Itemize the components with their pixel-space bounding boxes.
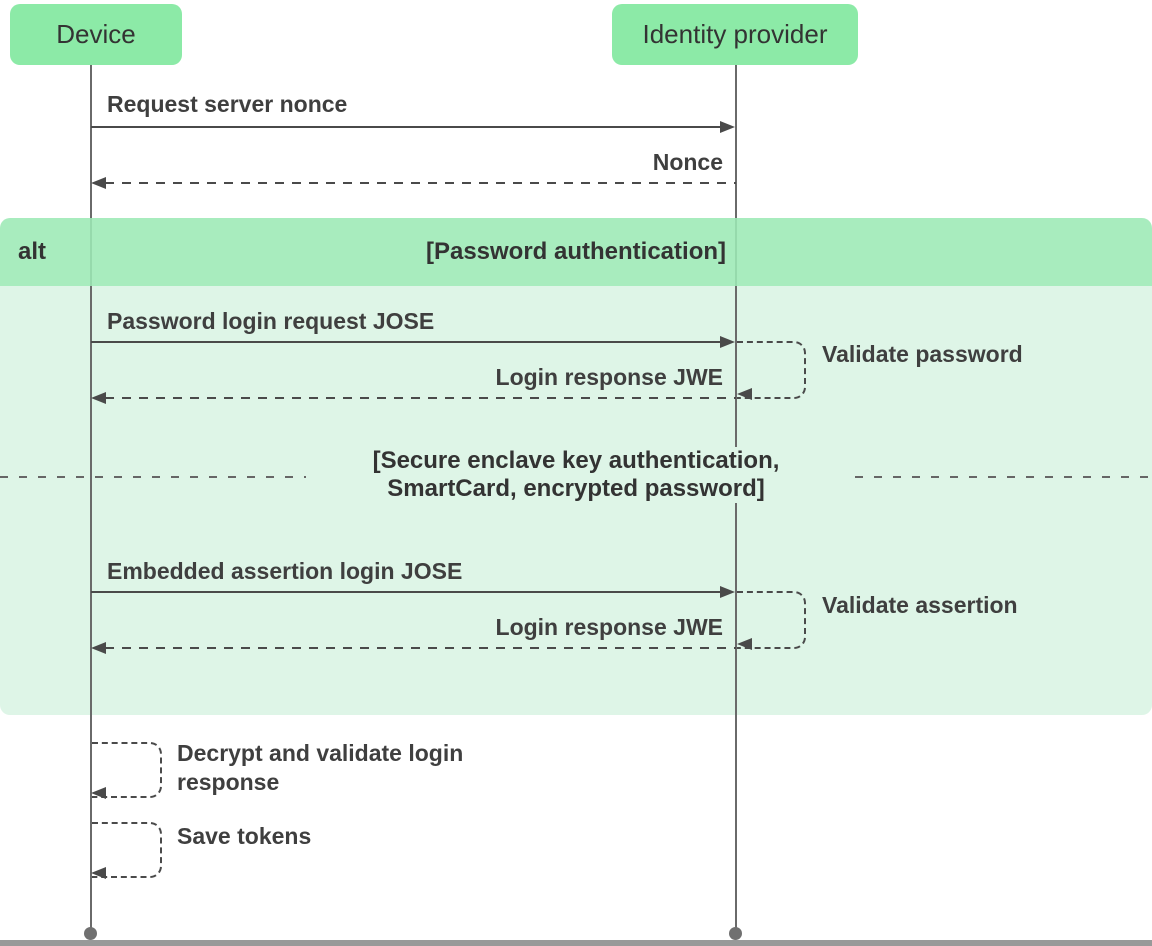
message-password-login-request: Password login request JOSE: [107, 308, 435, 334]
actor-identity-provider: Identity provider: [612, 4, 858, 65]
message-decrypt-and-validate: Decrypt and validate login response: [177, 740, 464, 795]
identity-provider-lifeline-end-dot: [729, 927, 742, 940]
guard-secure-enclave: [Secure enclave key authentication, Smar…: [306, 447, 846, 503]
arrowhead-left-icon: [737, 388, 752, 400]
arrowhead-left-icon: [91, 392, 106, 404]
actor-device-label: Device: [56, 19, 136, 49]
message-validate-assertion: Validate assertion: [822, 592, 1018, 618]
actor-device: Device: [10, 4, 182, 65]
message-save-tokens: Save tokens: [177, 823, 312, 849]
decrypt-validate-self-loop: [91, 742, 162, 799]
validate-password-self-loop: [737, 341, 806, 400]
validate-assertion-self-loop: [737, 591, 806, 650]
login-response-arrow-line-1: [105, 397, 736, 399]
message-login-response-jwe-2: Login response JWE: [495, 614, 723, 640]
arrowhead-right-icon: [720, 586, 735, 598]
login-response-arrow-line-2: [105, 647, 736, 649]
nonce-return-arrow-line: [105, 182, 736, 184]
message-embedded-assertion-login: Embedded assertion login JOSE: [107, 558, 463, 584]
password-login-arrow-line: [91, 341, 721, 343]
arrowhead-left-icon: [91, 787, 106, 799]
message-validate-password: Validate password: [822, 341, 1023, 367]
guard-password-authentication: [Password authentication]: [425, 238, 727, 265]
save-tokens-self-loop: [91, 822, 162, 879]
embedded-assertion-arrow-line: [91, 591, 721, 593]
alt-operator-label: alt: [18, 238, 47, 265]
arrowhead-left-icon: [91, 867, 106, 879]
arrowhead-right-icon: [720, 336, 735, 348]
device-lifeline-end-dot: [84, 927, 97, 940]
actor-identity-provider-label: Identity provider: [642, 19, 828, 49]
alt-frame-header: [0, 218, 1152, 286]
arrowhead-left-icon: [737, 638, 752, 650]
message-nonce: Nonce: [652, 149, 723, 175]
arrowhead-left-icon: [91, 642, 106, 654]
arrowhead-right-icon: [720, 121, 735, 133]
request-server-nonce-arrow-line: [91, 126, 721, 128]
message-login-response-jwe-1: Login response JWE: [495, 364, 723, 390]
device-lifeline: [90, 64, 92, 934]
bottom-edge-bar: [0, 940, 1152, 946]
message-request-server-nonce: Request server nonce: [107, 91, 348, 117]
arrowhead-left-icon: [91, 177, 106, 189]
